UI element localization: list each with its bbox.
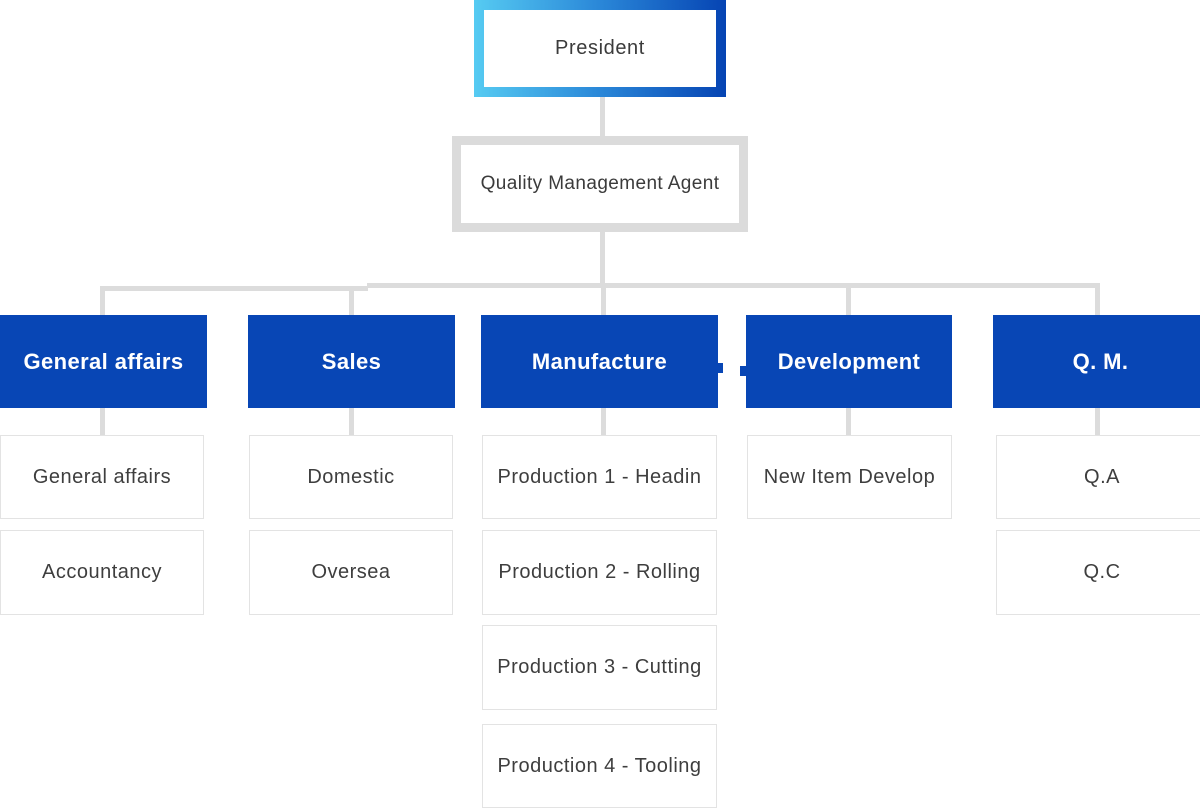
quality-management-agent-inner: Quality Management Agent — [461, 145, 739, 223]
quality-management-agent-node: Quality Management Agent — [452, 136, 748, 232]
sub-department-label: New Item Develop — [763, 465, 936, 488]
president-node: President — [474, 0, 726, 97]
president-label: President — [555, 37, 645, 59]
quality-management-agent-label: Quality Management Agent — [480, 173, 720, 194]
sub-department-label: Domestic — [307, 465, 395, 488]
connector-dash-development — [740, 366, 746, 376]
connector-sub-development — [846, 408, 851, 435]
sub-department-node: Production 2 - Rolling — [482, 530, 717, 615]
connector-president-qma — [600, 97, 605, 136]
department-node-qm: Q. M. — [993, 315, 1200, 408]
sub-department-node: Accountancy — [0, 530, 204, 615]
connector-sub-qm — [1095, 408, 1100, 435]
department-node-manufacture: Manufacture — [481, 315, 718, 408]
sub-department-node: General affairs — [0, 435, 204, 519]
department-node-general-affairs: General affairs — [0, 315, 207, 408]
sub-department-node: Oversea — [249, 530, 453, 615]
sub-department-label: General affairs — [32, 465, 172, 488]
sub-department-node: Q.A — [996, 435, 1200, 519]
sub-department-label: Q.A — [1084, 465, 1120, 488]
connector-sub-sales — [349, 408, 354, 435]
department-label: Q. M. — [1072, 348, 1129, 374]
department-node-sales: Sales — [248, 315, 455, 408]
connector-drop-sales — [349, 286, 354, 316]
sub-department-node: Production 3 - Cutting — [482, 625, 717, 710]
department-node-development: Development — [746, 315, 952, 408]
department-label: General affairs — [23, 348, 184, 374]
connector-qma-rail — [600, 232, 605, 283]
sub-department-label: Production 4 - Tooling — [497, 754, 702, 777]
connector-drop-qm — [1095, 283, 1100, 316]
department-label: Sales — [321, 348, 382, 374]
sub-department-label: Accountancy — [41, 561, 162, 583]
sub-department-node: Production 1 - Headin — [482, 435, 717, 519]
sub-department-node: Q.C — [996, 530, 1200, 615]
connector-drop-development — [846, 283, 851, 316]
connector-drop-general-affairs — [100, 286, 105, 316]
department-label: Manufacture — [531, 348, 668, 374]
sub-department-node: Production 4 - Tooling — [482, 724, 717, 808]
connector-drop-manufacture — [601, 283, 606, 316]
sub-department-label: Oversea — [311, 561, 391, 583]
sub-department-label: Production 2 - Rolling — [498, 561, 701, 583]
sub-department-node: Domestic — [249, 435, 453, 519]
sub-department-node: New Item Develop — [747, 435, 952, 519]
connector-rail-left — [100, 286, 368, 291]
connector-rail-right — [367, 283, 1098, 288]
connector-dash-manufacture — [717, 363, 723, 373]
sub-department-label: Production 1 - Headin — [497, 465, 702, 488]
connector-sub-manufacture — [601, 408, 606, 435]
sub-department-label: Q.C — [1083, 561, 1121, 583]
department-label: Development — [777, 348, 921, 374]
sub-department-label: Production 3 - Cutting — [497, 656, 702, 678]
president-node-inner: President — [484, 10, 716, 87]
connector-sub-general-affairs — [100, 408, 105, 435]
